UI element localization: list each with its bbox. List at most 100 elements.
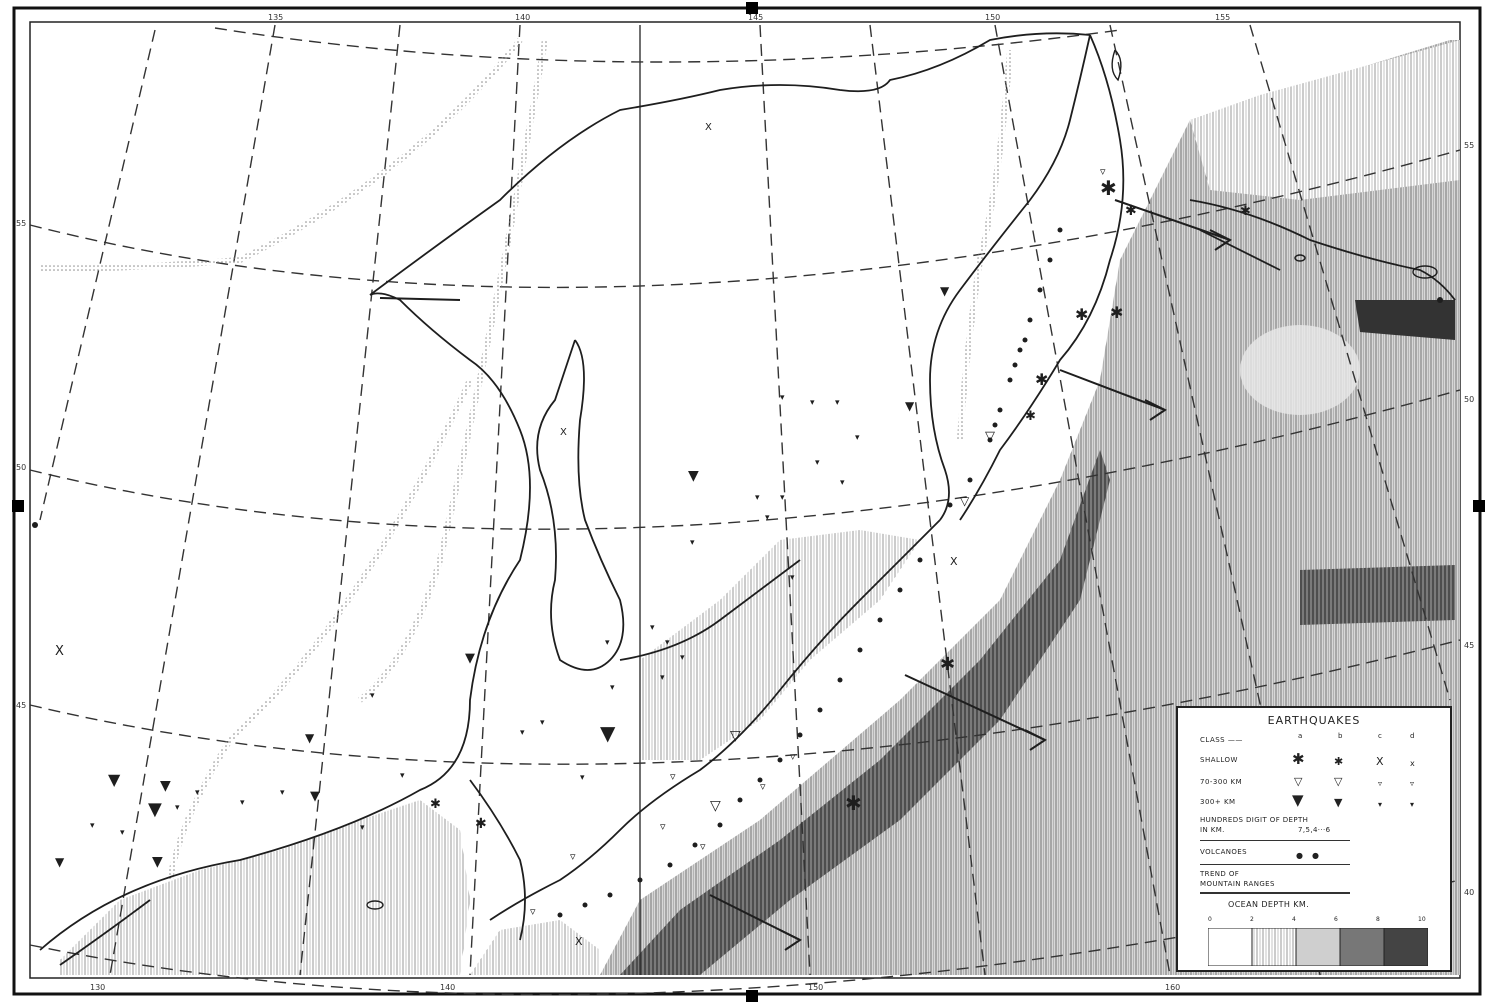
registration-mark (746, 2, 758, 14)
eq-deep-b: ▼ (305, 731, 315, 745)
legend-divider (1200, 864, 1350, 865)
deep-patch-northeast (1355, 300, 1455, 340)
svg-text:▾: ▾ (610, 683, 615, 693)
svg-text:▾: ▾ (810, 398, 815, 408)
svg-text:▾: ▾ (855, 433, 860, 443)
volcano-dots (32, 227, 1443, 918)
lat-label-right: 45 (1464, 641, 1474, 650)
legend-inter-b-icon: ▽ (1334, 775, 1343, 788)
lat-label-left: 50 (16, 463, 26, 472)
lon-label-top: 135 (268, 13, 283, 22)
legend-volcano-icon: ● (1296, 851, 1303, 860)
eq-deep-a: ▼ (148, 799, 162, 820)
eq-deep-b: ▼ (905, 399, 915, 413)
svg-text:▾: ▾ (835, 398, 840, 408)
lon-label-top: 150 (985, 13, 1000, 22)
legend-shallow-d-icon: x (1410, 759, 1415, 768)
eq-inter-a: ▽ (730, 728, 741, 744)
legend-deep-a-icon: ▼ (1292, 791, 1304, 809)
lon-label-bottom: 140 (440, 983, 455, 992)
eq-deep-small-group: ▾▾▾ ▾▾▾ ▾▾▾ ▾▾▾ ▾▾▾ ▾▾▾ ▾▾▾ ▾▾▾ ▾▾▾ ▾▾ (90, 393, 860, 838)
eq-inter-c: ▿ (570, 850, 576, 863)
svg-text:▾: ▾ (680, 653, 685, 663)
eq-shallow-c: X (560, 427, 567, 438)
eq-deep-b: ▼ (465, 651, 475, 666)
legend-deep-d-icon: ▾ (1410, 800, 1415, 809)
eq-inter-b: ▽ (960, 494, 970, 508)
svg-text:▾: ▾ (790, 573, 795, 583)
eq-deep-a: ▼ (600, 721, 616, 745)
eq-shallow-b: ✱ (1125, 203, 1137, 219)
svg-text:▾: ▾ (665, 638, 670, 648)
trend-arrows (379, 199, 1232, 951)
deep-patch-east (1300, 565, 1455, 625)
legend-class-c: c (1378, 732, 1382, 740)
legend-row-shallow: SHALLOW (1200, 756, 1238, 764)
graticule-parallels (29, 27, 1461, 996)
lat-label-right: 50 (1464, 395, 1474, 404)
svg-text:▾: ▾ (780, 493, 785, 503)
dotted-ridges (39, 38, 1013, 881)
legend-depth-scale-bar (1208, 928, 1428, 966)
eq-shallow-c: X (55, 644, 64, 659)
legend-inter-d-icon: ▿ (1410, 779, 1415, 788)
legend-volcano-icon: ● (1312, 851, 1319, 860)
eq-shallow-a: ✱ (1100, 176, 1117, 200)
lon-label-top: 140 (515, 13, 530, 22)
registration-mark (746, 990, 758, 1002)
eq-deep-b: ▼ (152, 854, 163, 870)
eq-shallow-b: ✱ (1025, 409, 1036, 424)
svg-text:▾: ▾ (660, 673, 665, 683)
eq-deep-b: ▼ (940, 284, 950, 298)
legend-divider (1200, 840, 1350, 841)
eq-deep-b: ▼ (160, 778, 171, 794)
legend-depth-note-2: IN KM. (1200, 826, 1225, 834)
eq-inter-c: ▿ (1100, 165, 1106, 178)
lon-label-top: 155 (1215, 13, 1230, 22)
legend-scale-tick: 4 (1292, 916, 1296, 923)
svg-text:▾: ▾ (580, 773, 585, 783)
islands (366, 49, 1438, 910)
eq-shallow-a: ✱ (1075, 305, 1088, 324)
svg-text:▾: ▾ (240, 798, 245, 808)
legend-title: EARTHQUAKES (1267, 714, 1361, 727)
legend-scale-tick: 0 (1208, 916, 1212, 923)
legend-depth-note-1: HUNDREDS DIGIT OF DEPTH (1200, 816, 1309, 824)
svg-text:▾: ▾ (280, 788, 285, 798)
lat-label-right: 55 (1464, 141, 1474, 150)
svg-text:▾: ▾ (780, 393, 785, 403)
svg-text:▾: ▾ (650, 623, 655, 633)
eq-shallow-a: ✱ (1110, 303, 1123, 322)
lon-label-bottom: 130 (90, 983, 105, 992)
svg-text:▾: ▾ (120, 828, 125, 838)
svg-text:▾: ▾ (370, 691, 375, 701)
svg-text:▾: ▾ (360, 823, 365, 833)
legend-row-deep: 300+ KM (1200, 798, 1236, 806)
legend-shallow-c-icon: X (1376, 755, 1384, 768)
eq-inter-c: ▿ (530, 905, 536, 918)
svg-text:▾: ▾ (605, 638, 610, 648)
graticule-meridians (39, 24, 1451, 976)
legend-shallow-b-icon: ✱ (1334, 755, 1344, 768)
legend-scale-tick: 6 (1334, 916, 1338, 923)
eq-shallow-c: X (950, 555, 958, 568)
lon-label-top: 145 (748, 13, 763, 22)
eq-inter-a: ▽ (710, 798, 721, 814)
legend-class-b: b (1338, 732, 1343, 740)
svg-text:▾: ▾ (690, 538, 695, 548)
eq-deep-b: ▼ (310, 789, 320, 804)
earthquake-symbols: ✱ ✱ ✱ ✱ ✱ ✱ ✱ ✱ ✱ ✱ ✱ X X X X X ▽ ▽ ▽ ▽ … (32, 122, 1443, 948)
graticule-labels: 135 140 145 150 155 130 140 150 160 55 5… (16, 13, 1474, 992)
legend-scale-tick: 2 (1250, 916, 1254, 923)
svg-text:▾: ▾ (540, 718, 545, 728)
legend-trend-label-1: TREND OF (1200, 870, 1240, 878)
svg-text:▾: ▾ (840, 478, 845, 488)
legend-deep-b-icon: ▼ (1334, 796, 1343, 809)
lon-label-bottom: 150 (808, 983, 823, 992)
eq-inter-c: ▿ (760, 780, 766, 793)
legend-class-a: a (1298, 732, 1303, 740)
lat-label-right: 40 (1464, 888, 1474, 897)
legend-volcanoes-label: VOLCANOES (1200, 848, 1247, 856)
svg-text:▾: ▾ (400, 771, 405, 781)
